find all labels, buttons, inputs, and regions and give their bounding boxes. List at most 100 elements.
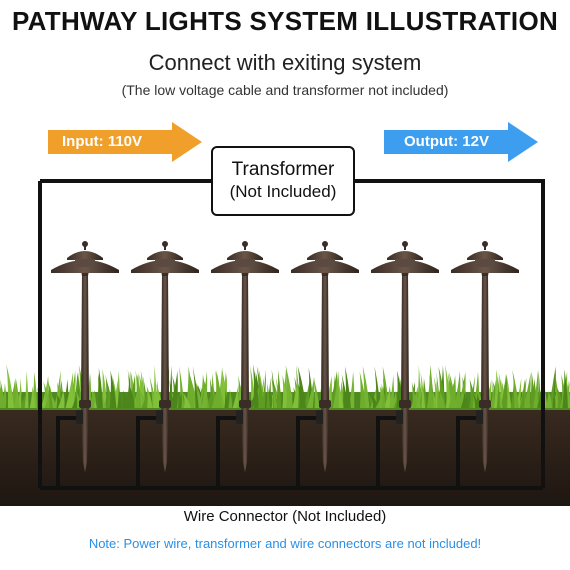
grass-blade bbox=[562, 369, 568, 408]
wire-connector bbox=[156, 410, 163, 424]
pathway-light bbox=[211, 241, 279, 472]
pathway-light bbox=[371, 241, 439, 472]
light-cap bbox=[147, 251, 183, 260]
light-collar bbox=[399, 400, 411, 408]
light-finial-post bbox=[404, 244, 406, 250]
grass-blade bbox=[126, 370, 131, 408]
grass-blade bbox=[420, 371, 426, 408]
wire-connections bbox=[56, 416, 479, 488]
grass-blade bbox=[211, 386, 218, 408]
grass-blade bbox=[109, 370, 117, 408]
grass-blade bbox=[88, 389, 95, 408]
grass-blade bbox=[324, 375, 332, 408]
grass-blade bbox=[496, 376, 500, 408]
grass-blade bbox=[260, 393, 268, 408]
wire-drop bbox=[136, 416, 159, 488]
grass-blade bbox=[192, 366, 199, 408]
light-finial-post bbox=[164, 244, 166, 250]
grass-blade bbox=[374, 366, 381, 408]
wire-drop bbox=[56, 416, 79, 488]
grass-blade bbox=[14, 385, 20, 408]
grass-blade bbox=[232, 384, 239, 408]
pathway-light bbox=[131, 241, 199, 472]
light-glass bbox=[315, 259, 335, 267]
pathway-light bbox=[291, 241, 359, 472]
grass-blade bbox=[370, 391, 379, 408]
input-label: Input: 110V bbox=[62, 133, 143, 150]
grass-blade bbox=[332, 371, 340, 408]
grass-blade bbox=[359, 371, 366, 408]
grass-blade bbox=[6, 364, 15, 408]
light-glass bbox=[475, 259, 495, 267]
transformer-note: (Not Included) bbox=[229, 182, 337, 201]
grass-blade bbox=[170, 370, 178, 408]
grass-blade bbox=[512, 369, 520, 408]
grass-blade bbox=[303, 377, 311, 408]
grass-blade bbox=[122, 390, 130, 408]
grass-blade bbox=[545, 390, 552, 408]
grass-blade bbox=[292, 378, 299, 408]
light-stem bbox=[401, 272, 409, 405]
output-arrow bbox=[384, 122, 538, 162]
grass-blade bbox=[252, 364, 260, 408]
wire-top-right bbox=[354, 179, 545, 488]
grass-blade bbox=[134, 374, 142, 408]
pathway-light bbox=[451, 241, 519, 472]
grass-blade bbox=[454, 371, 461, 408]
transformer-box: Transformer (Not Included) bbox=[211, 146, 355, 216]
wire-connector bbox=[236, 410, 243, 424]
grass-blade bbox=[69, 393, 74, 408]
grass-blade bbox=[29, 386, 35, 408]
light-collar bbox=[79, 400, 91, 408]
grass-blade bbox=[18, 392, 27, 408]
grass-blade bbox=[17, 377, 22, 408]
grass-blade bbox=[348, 371, 355, 408]
grass-blade bbox=[427, 364, 434, 408]
wire-connector-label: Wire Connector (Not Included) bbox=[183, 508, 387, 525]
grass-blade bbox=[533, 369, 539, 408]
pathway-light bbox=[51, 241, 119, 472]
grass-blade bbox=[276, 370, 282, 408]
grass-blade bbox=[153, 365, 157, 408]
grass-blade bbox=[444, 364, 452, 408]
grass-blade bbox=[436, 372, 441, 408]
grass-blade bbox=[515, 377, 522, 408]
grass-blade bbox=[70, 372, 77, 408]
grass-blade bbox=[271, 376, 277, 408]
light-cap bbox=[307, 251, 343, 260]
wire-connector bbox=[316, 410, 323, 424]
grass-blade bbox=[548, 370, 555, 408]
light-finial-post bbox=[484, 244, 486, 250]
light-glass bbox=[155, 259, 175, 267]
light-glass bbox=[75, 259, 95, 267]
light-finial-post bbox=[324, 244, 326, 250]
grass-blade bbox=[177, 392, 182, 408]
grass-blade bbox=[215, 370, 222, 408]
grass-blade bbox=[0, 379, 5, 408]
wire-drop bbox=[456, 416, 479, 488]
grass-blade bbox=[438, 389, 446, 408]
grass-blade bbox=[548, 366, 556, 408]
page-title: PATHWAY LIGHTS SYSTEM ILLUSTRATION bbox=[11, 6, 559, 36]
grass-blade bbox=[112, 379, 118, 408]
grass-blade bbox=[344, 366, 351, 408]
grass-blade bbox=[57, 390, 65, 408]
light-stem bbox=[81, 272, 89, 405]
light-stem bbox=[321, 272, 329, 405]
grass-blade bbox=[469, 375, 476, 408]
pathway-lights bbox=[51, 241, 519, 472]
grass-blade bbox=[256, 366, 265, 408]
grass-blade bbox=[389, 375, 394, 408]
grass-blade bbox=[97, 367, 103, 408]
wire-drop bbox=[376, 416, 399, 488]
wire-connector bbox=[396, 410, 403, 424]
wire-connector bbox=[476, 410, 483, 424]
grass-blade bbox=[117, 386, 122, 408]
grass-blade bbox=[313, 376, 320, 408]
light-collar bbox=[479, 400, 491, 408]
grass-blade bbox=[500, 373, 508, 408]
grass-blade bbox=[65, 372, 74, 408]
grass-blade bbox=[381, 386, 386, 408]
light-finial-post bbox=[84, 244, 86, 250]
light-collar bbox=[319, 400, 331, 408]
